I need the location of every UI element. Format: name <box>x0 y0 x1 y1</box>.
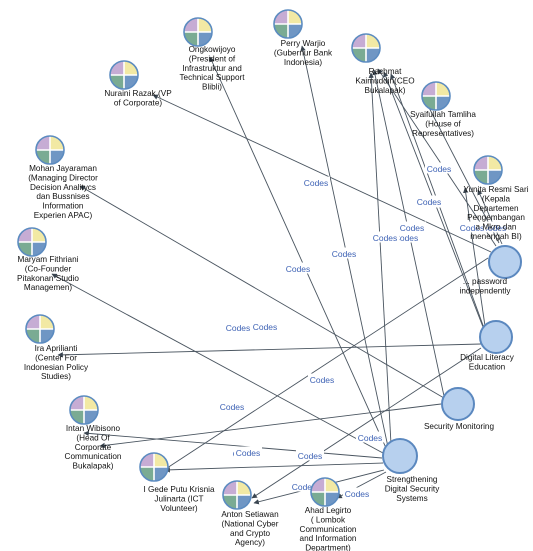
edge-label-bg <box>302 176 330 188</box>
edge-label: Codes <box>236 448 261 458</box>
edge-label: Codes <box>427 164 452 174</box>
concept-node-password[interactable] <box>488 245 522 279</box>
edge-label-bg <box>343 487 371 499</box>
edge-label-bg <box>392 231 420 243</box>
edge-label: Codes <box>482 223 507 233</box>
person-node-nuraini[interactable] <box>109 60 139 90</box>
person-node-ahad[interactable] <box>310 477 340 507</box>
edge-label: Codes <box>417 197 442 207</box>
edge-label-bg <box>398 221 426 233</box>
edge-label: Codes <box>304 178 329 188</box>
edge-13 <box>209 56 387 449</box>
person-node-ira[interactable] <box>25 314 55 344</box>
person-node-gede[interactable] <box>139 452 169 482</box>
edge-label: Codes <box>394 233 419 243</box>
edge-1 <box>377 68 497 247</box>
edge-label-bg <box>224 321 252 333</box>
concept-node-literacy[interactable] <box>479 320 513 354</box>
person-node-anton[interactable] <box>222 480 252 510</box>
edge-label: Codes <box>310 375 335 385</box>
edge-label-bg <box>251 320 279 332</box>
edge-label-bg <box>296 449 324 461</box>
person-node-ongkowijoyo[interactable] <box>183 17 213 47</box>
edge-16 <box>51 273 384 454</box>
edge-label: Codes <box>286 264 311 274</box>
edge-label: Codes <box>373 233 398 243</box>
edge-label: Codes <box>345 489 370 499</box>
edge-label-bg <box>371 231 399 243</box>
edge-label-bg <box>480 221 508 233</box>
edge-18 <box>164 462 384 473</box>
edge-label: Codes <box>332 249 357 259</box>
edge-4 <box>163 257 489 471</box>
person-node-intan[interactable] <box>69 395 99 425</box>
edge-2 <box>422 95 500 244</box>
edge-17 <box>83 430 383 459</box>
edge-label: Codes <box>253 322 278 332</box>
edge-label: Codes <box>400 223 425 233</box>
edge-label: Codes <box>298 451 323 461</box>
edge-8 <box>57 343 482 358</box>
edge-label-bg <box>425 162 453 174</box>
edge-label-bg <box>415 195 443 207</box>
edge-label-bg <box>218 400 246 412</box>
edge-0 <box>152 94 492 253</box>
edge-14 <box>300 45 389 448</box>
edge-7 <box>463 187 486 327</box>
edge-10 <box>79 185 445 399</box>
edge-3 <box>477 189 503 245</box>
edge-label-bg <box>284 262 312 274</box>
edge-label: Codes <box>292 482 317 492</box>
person-node-syaifullah[interactable] <box>421 81 451 111</box>
person-node-mohan[interactable] <box>35 135 65 165</box>
concept-monitoring-label: Security Monitoring <box>424 422 495 431</box>
person-node-maryam[interactable] <box>17 227 47 257</box>
person-node-yunita[interactable] <box>473 155 503 185</box>
edge-9 <box>251 347 482 499</box>
edge-15 <box>368 72 392 445</box>
edge-label-bg <box>356 431 384 443</box>
edge-label-bg <box>308 373 336 385</box>
edge-label-bg <box>330 247 358 259</box>
concept-node-monitoring[interactable] <box>441 387 475 421</box>
edge-label: Codes <box>220 402 245 412</box>
edge-label-bg <box>458 221 486 233</box>
person-node-perry[interactable] <box>273 9 303 39</box>
edge-label: Codes <box>358 433 383 443</box>
edge-label-bg <box>234 446 262 458</box>
edge-label-bg <box>290 480 318 492</box>
person-node-rachmat[interactable] <box>351 33 381 63</box>
concept-node-strengthening[interactable] <box>382 438 418 474</box>
edge-label: Codes <box>226 323 251 333</box>
edge-label: Codes <box>460 223 485 233</box>
